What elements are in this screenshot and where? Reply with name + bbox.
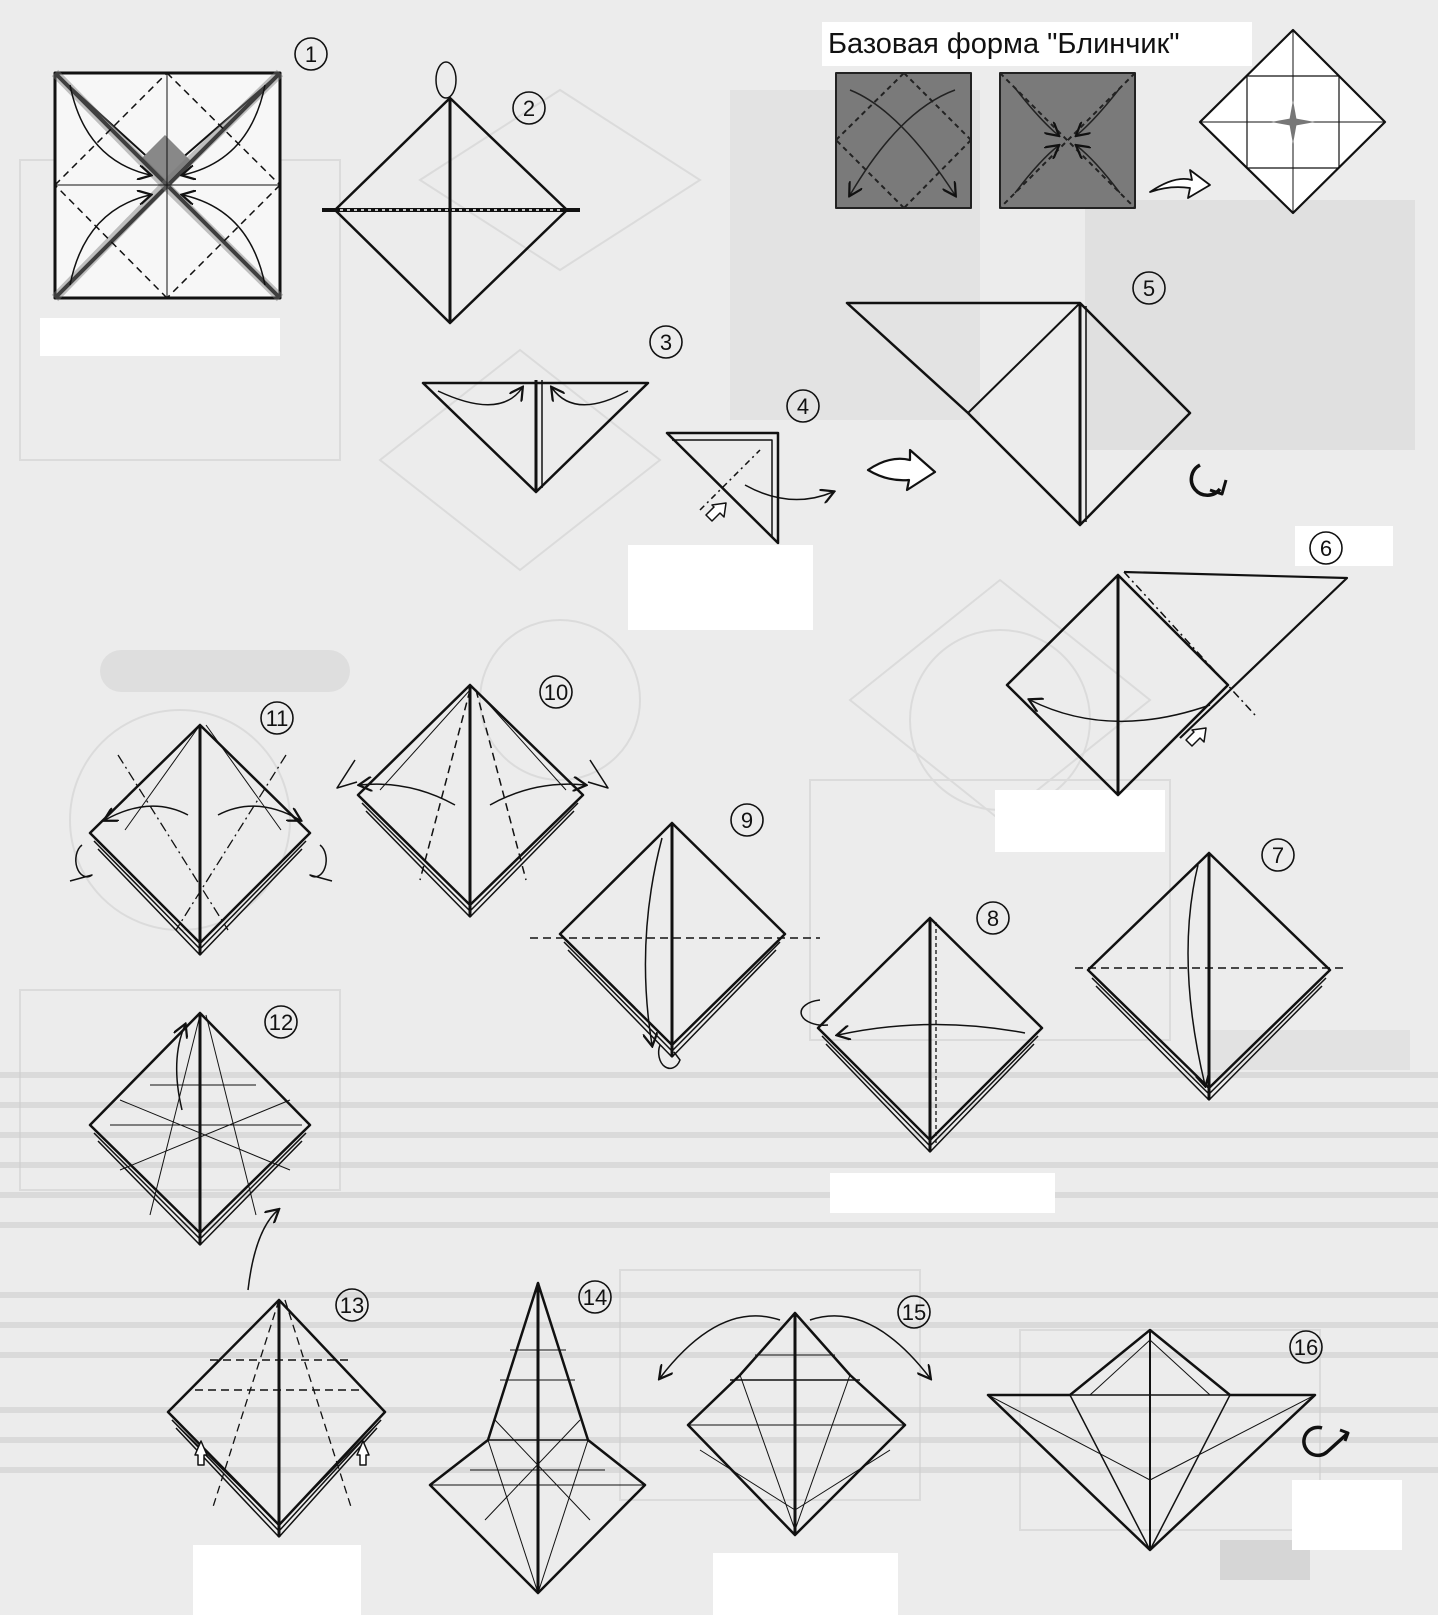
step-12-diagram (90, 1006, 310, 1245)
step-13-diagram (168, 1210, 385, 1537)
step-number-2: 2 (523, 96, 535, 121)
pancake-base-square-1 (836, 73, 971, 208)
step-number-9: 9 (741, 808, 753, 833)
step-3-diagram (423, 326, 682, 492)
step-number-3: 3 (660, 330, 672, 355)
push-arrow-icon (706, 503, 726, 521)
step-11-diagram (70, 702, 332, 955)
next-step-arrow-icon (868, 450, 935, 490)
step-number-12: 12 (269, 1010, 293, 1035)
step-number-7: 7 (1272, 843, 1284, 868)
step-number-5: 5 (1143, 276, 1155, 301)
step-8-diagram (801, 902, 1042, 1152)
step-number-6: 6 (1320, 536, 1332, 561)
step-10-diagram (337, 676, 608, 917)
transform-arrow-icon (1150, 170, 1210, 198)
step-number-14: 14 (583, 1285, 607, 1310)
step-number-11: 11 (266, 706, 289, 731)
step-number-16: 16 (1294, 1335, 1318, 1360)
step-number-1: 1 (305, 42, 317, 67)
step-1-diagram (55, 38, 327, 298)
step-number-4: 4 (797, 394, 809, 419)
step-9-diagram (530, 804, 820, 1068)
step-number-8: 8 (987, 906, 999, 931)
step-number-10: 10 (544, 680, 568, 705)
pancake-base-result (1200, 30, 1385, 213)
step-number-15: 15 (902, 1300, 926, 1325)
pancake-base-square-2 (1000, 73, 1135, 208)
step-6-diagram (1007, 532, 1347, 795)
step-number-13: 13 (340, 1293, 364, 1318)
